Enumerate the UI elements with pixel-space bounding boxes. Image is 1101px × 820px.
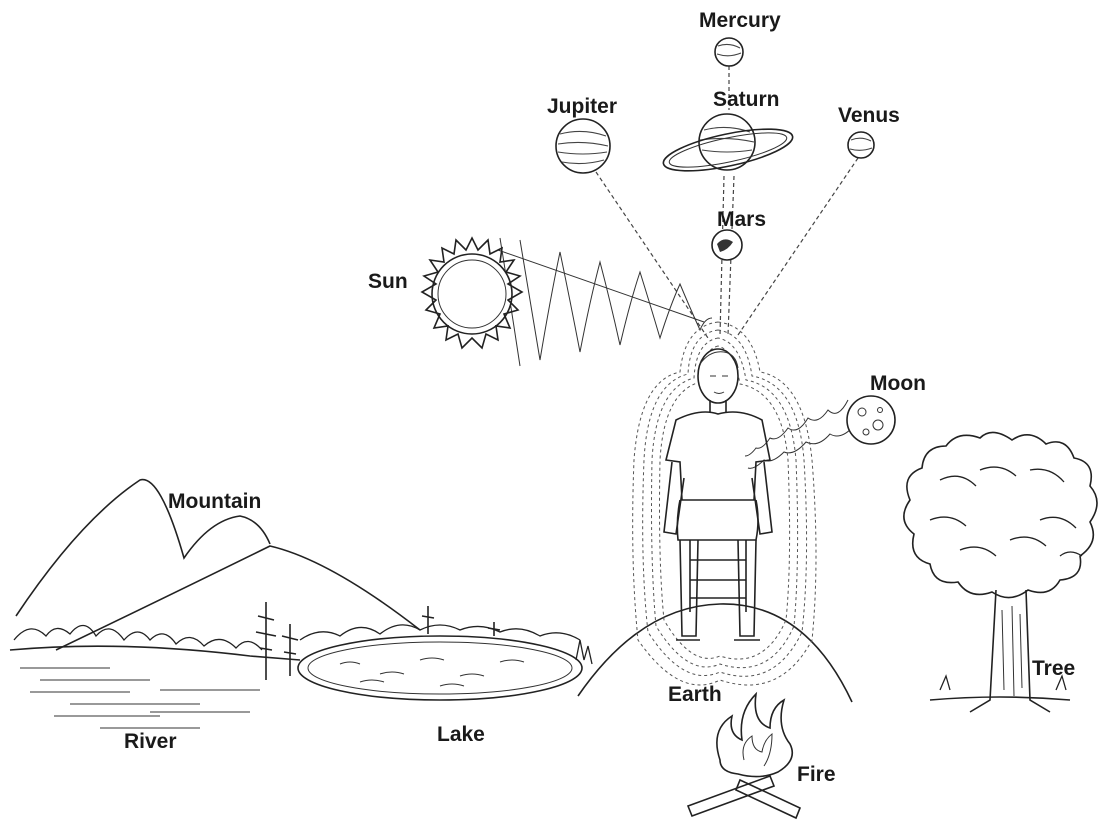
label-mars: Mars	[717, 209, 766, 230]
label-river: River	[124, 731, 177, 752]
label-lake: Lake	[437, 724, 485, 745]
sun-icon	[422, 238, 522, 348]
fire	[688, 694, 800, 818]
label-fire: Fire	[797, 764, 836, 785]
mars-icon	[712, 230, 742, 260]
jupiter-icon	[556, 119, 610, 173]
label-earth: Earth	[668, 684, 722, 705]
venus-icon	[848, 132, 874, 158]
label-moon: Moon	[870, 373, 926, 394]
moon-icon	[847, 396, 895, 444]
river	[10, 646, 300, 728]
label-saturn: Saturn	[713, 89, 780, 110]
label-mercury: Mercury	[699, 10, 781, 31]
sun-wave-beam	[498, 238, 712, 366]
label-venus: Venus	[838, 105, 900, 126]
label-tree: Tree	[1032, 658, 1075, 679]
label-sun: Sun	[368, 271, 408, 292]
saturn-icon	[660, 114, 796, 179]
mercury-icon	[715, 38, 743, 66]
label-jupiter: Jupiter	[547, 96, 617, 117]
seated-person	[664, 349, 772, 640]
label-mountain: Mountain	[168, 491, 261, 512]
moon-wave-beam	[745, 400, 852, 468]
lake	[298, 636, 582, 700]
